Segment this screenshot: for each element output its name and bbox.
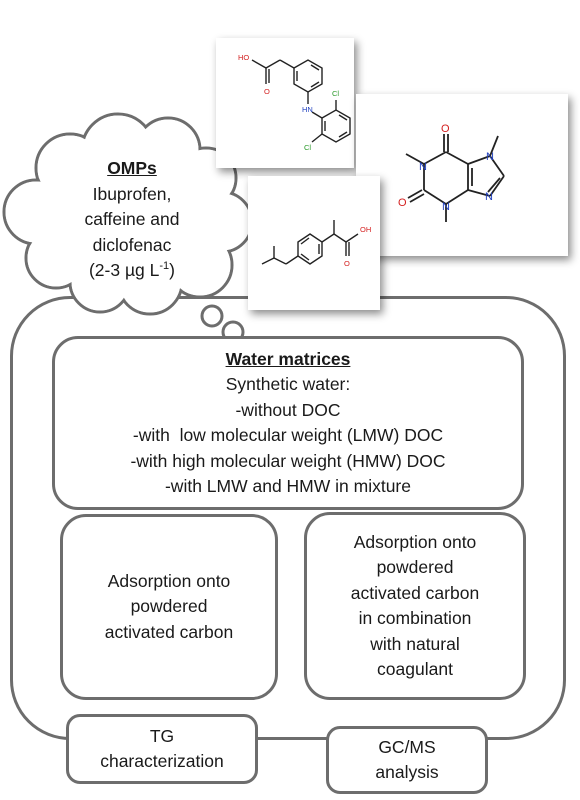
pac-coag-line: activated carbon (350, 582, 480, 603)
o-label: O (264, 87, 270, 96)
water-matrix-line: -without DOC (235, 399, 341, 420)
omps-title: OMPs (107, 158, 157, 178)
tg-line: TG (149, 725, 175, 746)
water-matrix-line: -with low molecular weight (LMW) DOC (132, 425, 444, 445)
cl-label: Cl (304, 143, 311, 152)
n-label: N (486, 151, 494, 163)
diclofenac-structure: HO O HN Cl Cl (238, 53, 351, 152)
o-label: O (398, 197, 407, 209)
cl-label: Cl (332, 89, 339, 98)
omps-text: OMPs Ibuprofen, caffeine and diclofenac … (62, 156, 202, 284)
nh-label: HN (302, 105, 313, 114)
pac-line: powdered (130, 596, 208, 617)
pac-line: Adsorption onto (107, 570, 231, 591)
pac-coag-line: coagulant (377, 659, 453, 679)
ibuprofen-structure: OH O (261, 220, 371, 268)
oh-label: HO (238, 53, 249, 62)
tg-line: characterization (100, 751, 224, 771)
pac-coag-line: in combination (358, 608, 472, 628)
gcms-line: analysis (375, 762, 439, 782)
pac-coag-line: with natural (370, 633, 460, 654)
pac-coag-line: Adsorption onto (353, 531, 477, 552)
omps-line: diclofenac (92, 234, 172, 255)
caffeine-structure: O O N N N N (398, 123, 505, 222)
diclofenac-structure-card: HO O HN Cl Cl (216, 38, 354, 168)
o-label: O (441, 123, 450, 135)
oh-label: OH (360, 225, 371, 234)
water-matrix-line: -with high molecular weight (HMW) DOC (130, 450, 446, 471)
caffeine-structure-card: O O N N N N (356, 94, 568, 256)
pac-line: activated carbon (104, 621, 234, 642)
n-label: N (485, 191, 493, 203)
omps-line: caffeine and (84, 209, 180, 229)
n-label: N (419, 161, 427, 173)
o-label: O (344, 259, 350, 268)
water-matrix-line: Synthetic water: (225, 374, 351, 394)
pac-coagulant-box: Adsorption onto powdered activated carbo… (304, 512, 526, 700)
gcms-analysis-box: GC/MS analysis (326, 726, 488, 794)
water-matrices-box: Water matrices Synthetic water: -without… (52, 336, 524, 510)
pac-coag-line: powdered (376, 557, 454, 577)
omps-concentration: (2-3 µg L-1) (88, 260, 175, 280)
tg-characterization-box: TG characterization (66, 714, 258, 784)
omps-line: Ibuprofen, (92, 183, 172, 204)
pac-adsorption-box: Adsorption onto powdered activated carbo… (60, 514, 278, 700)
n-label: N (442, 201, 450, 213)
gcms-line: GC/MS (378, 736, 436, 757)
water-matrices-title: Water matrices (225, 348, 351, 369)
water-matrix-line: -with LMW and HMW in mixture (164, 476, 411, 496)
ibuprofen-structure-card: OH O (248, 176, 380, 310)
